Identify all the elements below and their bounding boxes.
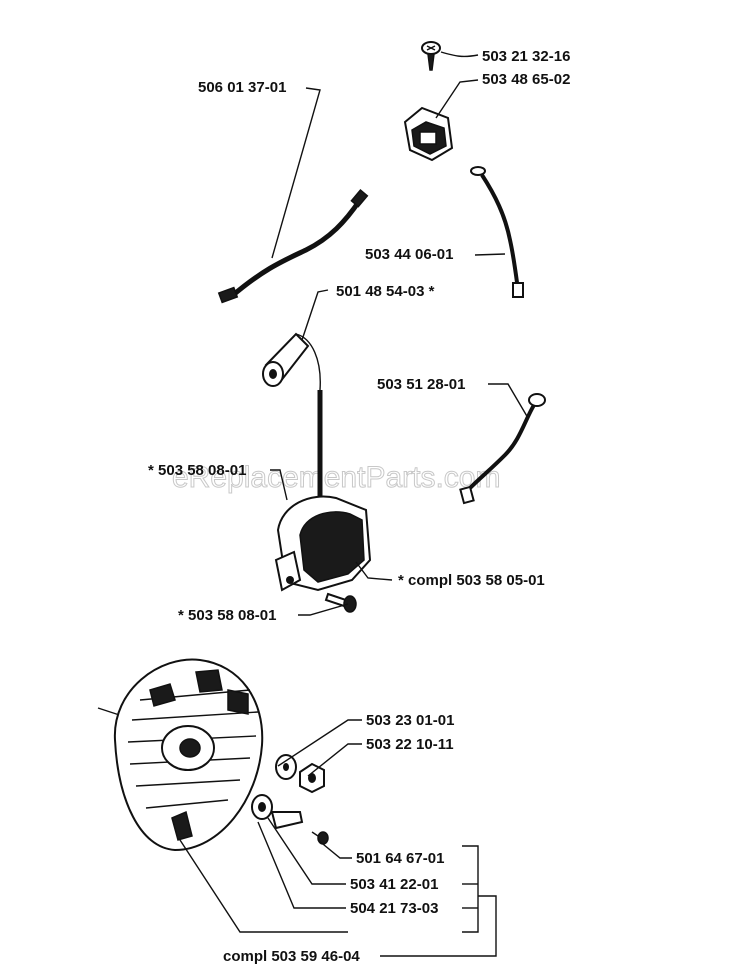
part-label-lead: 503 44 06-01: [365, 246, 453, 263]
watermark: eReplacementParts.com: [172, 461, 500, 494]
part-label-plug-cap: 501 48 54-03 *: [336, 283, 435, 300]
part-label-spring: 504 21 73-03: [350, 900, 438, 917]
part-label-ignition-module: * compl 503 58 05-01: [398, 572, 545, 589]
ignition-module-part: [274, 495, 372, 592]
part-label-module-screw-lower: * 503 58 08-01: [178, 607, 276, 624]
cable-part-a: [217, 189, 369, 304]
module-screw-part: [324, 592, 357, 613]
pawl-part: [251, 794, 304, 830]
part-label-small-screw: 501 64 67-01: [356, 850, 444, 867]
switch-part: [403, 106, 454, 162]
part-label-flywheel: compl 503 59 46-04: [223, 948, 360, 965]
nut-part: [299, 762, 325, 794]
washer-part: [275, 754, 297, 780]
part-label-nut: 503 22 10-11: [366, 736, 454, 753]
part-label-pawl: 503 41 22-01: [350, 876, 438, 893]
part-label-cable: 506 01 37-01: [198, 79, 286, 96]
flywheel-part: [97, 658, 264, 852]
part-label-ground-lead: 503 51 28-01: [377, 376, 465, 393]
part-label-module-screw-upper: * 503 58 08-01: [148, 462, 246, 479]
lead-part-b: [470, 166, 524, 298]
ground-lead-part: [459, 393, 546, 505]
part-label-switch: 503 48 65-02: [482, 71, 570, 88]
screw-part: [421, 41, 441, 71]
part-label-washer: 503 23 01-01: [366, 712, 454, 729]
part-label-screw: 503 21 32-16: [482, 48, 570, 65]
